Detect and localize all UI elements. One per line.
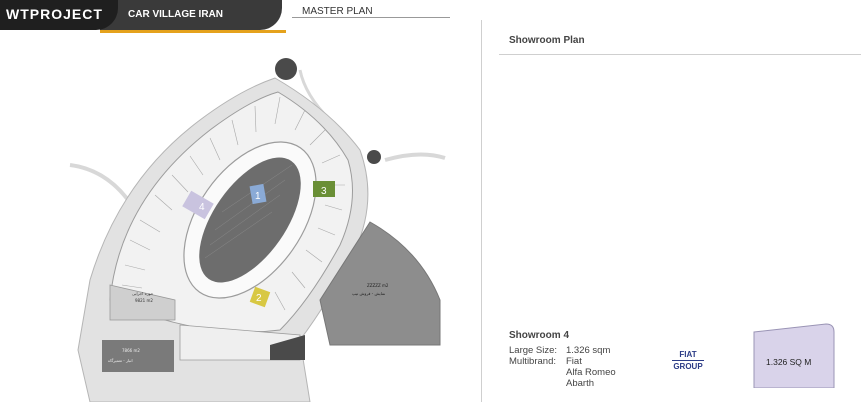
master-plan-map: 1 2 3 4 ZZZZZ m2 نمایش - فروش تیپ حوزه ا… — [69, 58, 446, 402]
size-value: 1.326 sqm — [566, 345, 611, 356]
showroom-info-title: Showroom 4 — [509, 330, 570, 341]
building-use-label: نمایش - فروش تیپ — [352, 291, 385, 296]
logo-line-2: GROUP — [673, 362, 703, 371]
brand-item: Fiat — [566, 356, 582, 367]
project-title: CAR VILLAGE IRAN — [128, 9, 223, 20]
showroom-3-number: 3 — [321, 186, 327, 197]
logo-line-1: FIAT — [679, 350, 697, 359]
service-building — [319, 221, 441, 346]
logo-divider — [672, 360, 704, 361]
floorplan-area-label: 1.326 SQ M — [766, 357, 812, 367]
brand-header-bar — [0, 0, 118, 30]
showroom-4-number: 4 — [199, 202, 205, 213]
section-underline — [292, 17, 450, 18]
multibrand-label: Multibrand: — [509, 356, 556, 367]
fiat-group-logo: FIAT GROUP — [672, 350, 704, 371]
accent-line — [100, 30, 286, 33]
brand-item: Abarth — [566, 378, 594, 389]
showroom-4-plot[interactable] — [182, 190, 214, 220]
showroom-2-number: 2 — [256, 293, 262, 304]
project-header-bar — [100, 0, 282, 30]
warehouse-area-label: 7866 m2 — [122, 348, 140, 353]
roundabout-east — [367, 150, 381, 164]
admin-use-label: حوزه اجرایی — [132, 291, 154, 296]
plan-title-underline — [499, 54, 861, 55]
showroom-1-plot[interactable] — [249, 183, 267, 205]
showroom-2-plot[interactable] — [249, 286, 271, 308]
warehouse-use-label: انبار - تعمیرگاه — [108, 358, 133, 363]
building-area-label: ZZZZZ m2 — [367, 283, 389, 288]
admin-building — [109, 284, 176, 321]
central-parking — [199, 157, 301, 283]
showroom-3-plot[interactable] — [313, 181, 335, 197]
warehouse-building — [102, 340, 174, 372]
showroom-1-number: 1 — [255, 191, 261, 202]
brand-logo-text: WTPROJECT — [6, 6, 103, 22]
panel-divider — [481, 20, 482, 402]
size-label: Large Size: — [509, 345, 558, 356]
roundabout-north — [275, 58, 297, 80]
brand-item: Alfa Romeo — [566, 367, 616, 378]
admin-area-label: 9821 m2 — [135, 298, 153, 303]
section-title: MASTER PLAN — [302, 6, 373, 17]
showroom-plan-title: Showroom Plan — [509, 35, 585, 46]
showroom-floorplan — [753, 323, 835, 388]
